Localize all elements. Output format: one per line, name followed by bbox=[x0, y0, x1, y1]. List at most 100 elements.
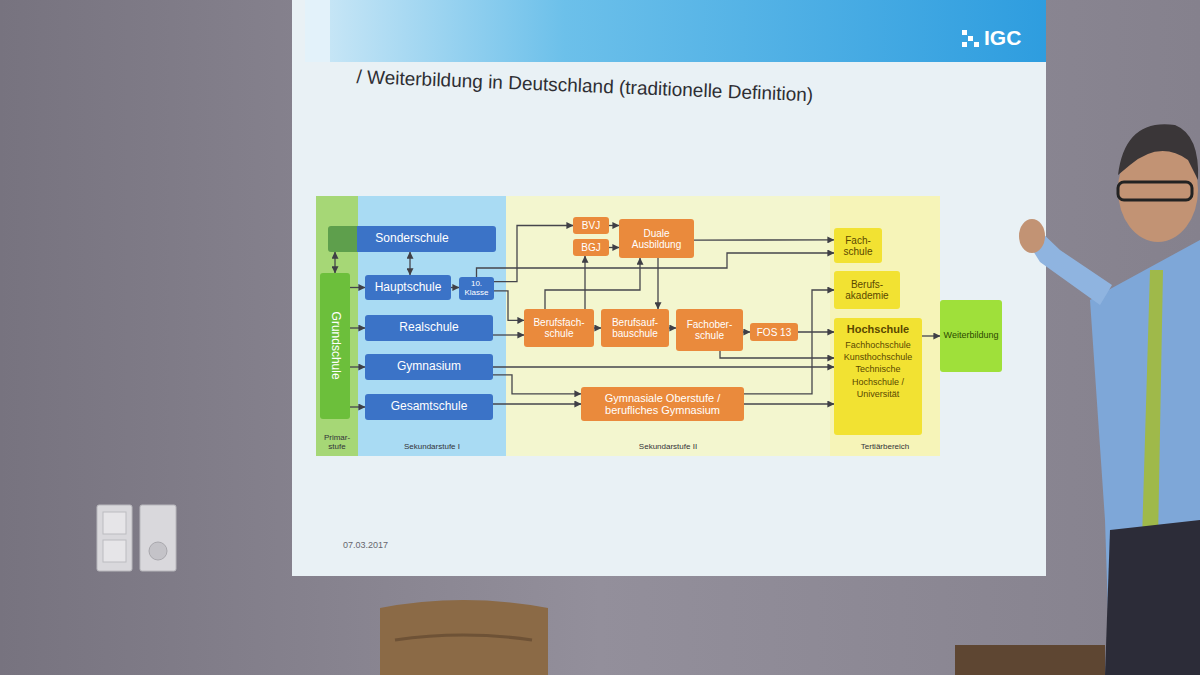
person-hair bbox=[1118, 124, 1198, 180]
person-shirt bbox=[1090, 240, 1200, 675]
flow-arrow bbox=[798, 331, 834, 332]
flow-arrow bbox=[694, 239, 834, 241]
flow-arrow bbox=[494, 226, 573, 282]
box-body: Fachhochschule Kunsthochschule Technisch… bbox=[836, 339, 920, 400]
person-trousers bbox=[1105, 520, 1200, 675]
flow-arrow bbox=[334, 252, 335, 273]
flow-arrow bbox=[922, 335, 940, 336]
slide-date: 07.03.2017 bbox=[343, 540, 388, 550]
school-box: BVJ bbox=[573, 217, 609, 234]
school-box: Gesamtschule bbox=[365, 394, 493, 420]
school-box: Hauptschule bbox=[365, 275, 451, 300]
person-hand bbox=[1019, 219, 1045, 253]
school-box: Berufsauf- bauschule bbox=[601, 309, 669, 347]
stage-bands bbox=[316, 196, 940, 456]
box-label: Berufsauf- bauschule bbox=[603, 317, 667, 339]
flow-arrow bbox=[669, 327, 676, 328]
flow-arrow bbox=[657, 258, 658, 309]
box-label: Gesamtschule bbox=[391, 400, 468, 413]
flow-arrow bbox=[594, 327, 601, 328]
school-box: FOS 13 bbox=[750, 323, 798, 341]
logo-icon bbox=[962, 30, 979, 47]
school-box: BGJ bbox=[573, 239, 609, 256]
school-box: 10. Klasse bbox=[459, 277, 494, 300]
band-label: Tertiärbereich bbox=[861, 443, 909, 452]
school-box: Berufsfach- schule bbox=[524, 309, 594, 347]
band-fill bbox=[830, 196, 940, 456]
box-label: Berufs- akademie bbox=[836, 279, 898, 301]
box-label: Weiterbildung bbox=[944, 331, 999, 341]
box-label: Gymnasium bbox=[397, 360, 461, 373]
box-label: Fachober- schule bbox=[678, 319, 741, 341]
flow-arrow bbox=[493, 403, 581, 404]
table bbox=[955, 645, 1105, 675]
box-label: Duale Ausbildung bbox=[621, 228, 692, 250]
school-box: Fach- schule bbox=[834, 228, 882, 263]
logo-text: IGC bbox=[984, 26, 1021, 50]
box-label: BVJ bbox=[582, 220, 600, 231]
projection bbox=[292, 0, 1046, 576]
flow-arrow bbox=[493, 334, 524, 335]
chair bbox=[380, 600, 548, 675]
flow-arrow bbox=[720, 351, 834, 358]
school-box: Duale Ausbildung bbox=[619, 219, 694, 258]
box-label: Berufsfach- schule bbox=[526, 317, 592, 339]
switch-key bbox=[103, 512, 126, 534]
flow-arrow bbox=[545, 258, 640, 309]
school-box: Weiterbildung bbox=[940, 300, 1002, 372]
box-label: FOS 13 bbox=[757, 327, 791, 338]
flow-arrow bbox=[350, 366, 365, 367]
person-tie bbox=[1142, 270, 1163, 540]
band-label: Primar- stufe bbox=[318, 434, 356, 452]
band-fill bbox=[506, 196, 830, 456]
school-box: Sonderschule bbox=[328, 226, 496, 252]
flow-arrow bbox=[493, 375, 581, 394]
school-box: Berufs- akademie bbox=[834, 271, 900, 309]
school-box: HochschuleFachhochschule Kunsthochschule… bbox=[834, 318, 922, 435]
box-label: Fach- schule bbox=[836, 235, 880, 257]
box-label: Gymnasiale Oberstufe / berufliches Gymna… bbox=[583, 392, 742, 416]
box-label: Realschule bbox=[399, 321, 458, 334]
stage-band: Tertiärbereich Fach- schuleBerufs- akadem… bbox=[830, 196, 940, 456]
flow-arrow bbox=[743, 331, 750, 332]
socket-hole bbox=[149, 542, 167, 560]
school-box: Gymnasium bbox=[365, 354, 493, 380]
school-box: Realschule bbox=[365, 315, 493, 341]
light-switch bbox=[97, 505, 132, 571]
school-box: Fachober- schule bbox=[676, 309, 743, 351]
school-box: Gymnasiale Oberstufe / berufliches Gymna… bbox=[581, 387, 744, 421]
box-label: Grundschule bbox=[328, 312, 341, 380]
flow-arrow bbox=[494, 291, 524, 321]
flow-arrow bbox=[350, 287, 365, 288]
flow-arrow bbox=[350, 327, 365, 328]
box-label: Sonderschule bbox=[375, 232, 448, 245]
flow-arrow bbox=[451, 287, 459, 288]
flow-arrow bbox=[744, 290, 834, 394]
slide-title: / Weiterbildung in Deutschland (traditio… bbox=[356, 66, 813, 106]
flow-arrow bbox=[609, 247, 619, 248]
header-edge bbox=[305, 0, 330, 62]
flow-arrow bbox=[744, 403, 834, 404]
flow-arrow bbox=[584, 256, 585, 309]
flow-arrow bbox=[493, 366, 834, 367]
school-box: Grundschule bbox=[320, 273, 350, 419]
person-glasses bbox=[1118, 182, 1192, 200]
box-label: 10. Klasse bbox=[461, 280, 492, 298]
slide-header bbox=[305, 0, 1046, 62]
switch-key bbox=[103, 540, 126, 562]
band-label: Sekundarstufe I bbox=[404, 443, 460, 452]
power-socket bbox=[140, 505, 176, 571]
flow-arrow bbox=[409, 252, 410, 275]
box-label: Hauptschule bbox=[375, 281, 442, 294]
box-label: Hochschule bbox=[847, 323, 909, 335]
stage-band: Sekundarstufe II BVJ BGJ Duale AusbildungBe… bbox=[506, 196, 830, 456]
band-label: Sekundarstufe II bbox=[639, 443, 697, 452]
box-label: BGJ bbox=[581, 242, 600, 253]
flow-arrow bbox=[609, 225, 619, 226]
flow-arrow bbox=[350, 406, 365, 407]
chair-edge bbox=[395, 635, 532, 640]
